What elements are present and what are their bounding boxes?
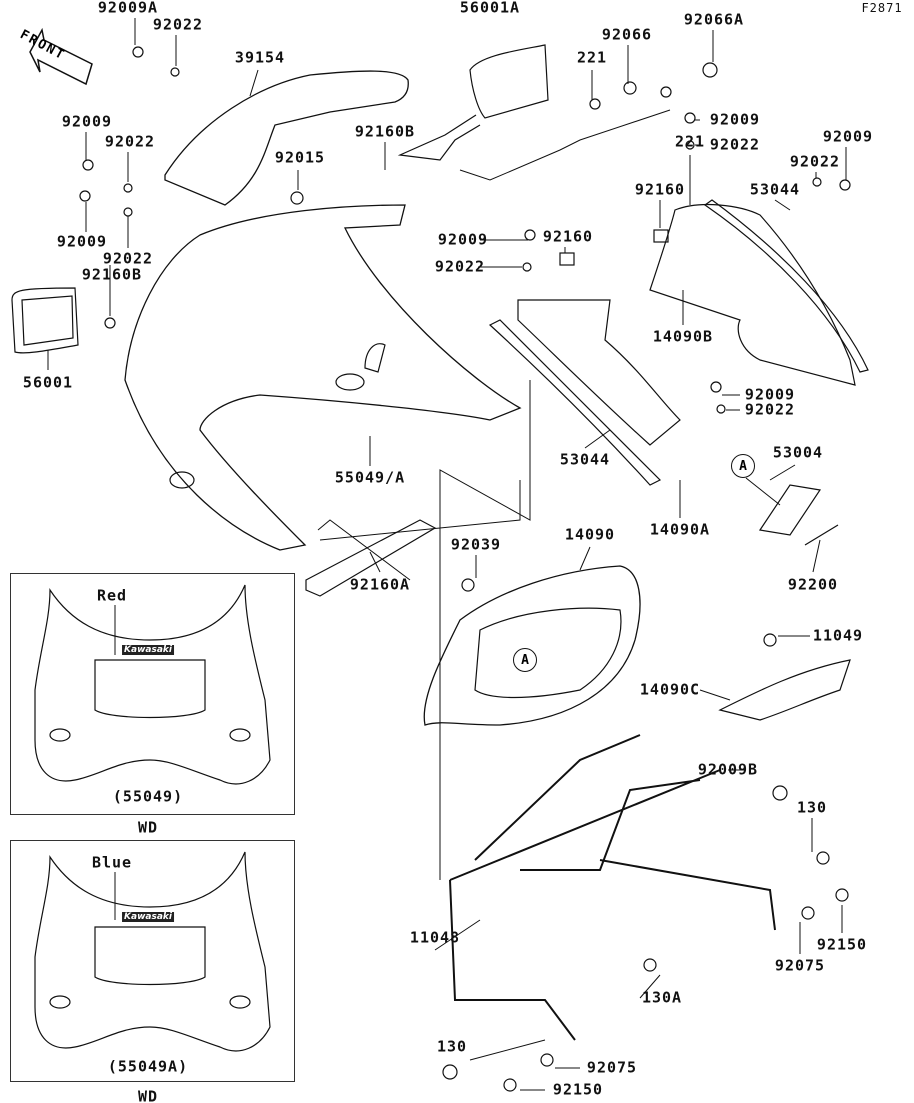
part-number-callout: 92022	[152, 15, 204, 34]
part-number-callout: 11048	[409, 928, 461, 947]
part-number-callout: 92009B	[697, 760, 759, 779]
front-arrow-icon	[29, 27, 93, 86]
inset-box-55049a	[10, 840, 295, 1082]
part-number-callout: 14090	[564, 525, 616, 544]
inner-panel-part	[649, 203, 856, 386]
part-number-callout: 92022	[744, 400, 796, 419]
part-number-callout: 92009	[822, 127, 874, 146]
fasteners	[79, 46, 851, 1092]
windscreen-part	[164, 70, 409, 206]
part-number-callout: 92022	[102, 249, 154, 268]
part-number-callout: 92009	[56, 232, 108, 251]
cover-part	[718, 659, 851, 721]
part-number-callout: (55049A)	[107, 1057, 189, 1076]
part-number-callout: 92200	[787, 575, 839, 594]
part-number-callout: 92022	[709, 135, 761, 154]
inset-box-55049	[10, 573, 295, 815]
part-number-callout: 14090A	[649, 520, 711, 539]
part-number-callout: 92009	[744, 385, 796, 404]
part-number-callout: 92009	[709, 110, 761, 129]
frame-part	[449, 734, 776, 1041]
reference-marker-a: A	[731, 454, 755, 478]
leader-lines	[47, 18, 847, 1091]
part-number-callout: 130	[796, 798, 828, 817]
part-number-callout: 92022	[104, 132, 156, 151]
upper-cowl-part	[124, 204, 522, 551]
part-number-callout: 130	[436, 1037, 468, 1056]
part-number-callout: 53004	[772, 443, 824, 462]
part-number-callout: 130A	[641, 988, 683, 1007]
part-number-callout: 92160B	[354, 122, 416, 141]
part-number-callout: 92009A	[97, 0, 159, 17]
part-number-callout: 92066A	[683, 10, 745, 29]
part-number-callout: 221	[576, 48, 608, 67]
part-number-callout: (55049)	[112, 787, 184, 806]
part-number-callout: Red	[96, 586, 128, 605]
part-number-callout: 92160B	[81, 265, 143, 284]
part-number-callout: 92009	[61, 112, 113, 131]
part-number-callout: WD	[137, 818, 159, 837]
mirror-part	[11, 287, 79, 354]
part-number-callout: 92150	[552, 1080, 604, 1099]
part-number-callout: 53044	[559, 450, 611, 469]
part-number-callout: WD	[137, 1087, 159, 1103]
meter-cover-part	[423, 565, 641, 726]
part-number-callout: 92015	[274, 148, 326, 167]
part-number-callout: 92022	[789, 152, 841, 171]
part-number-callout: 92160A	[349, 575, 411, 594]
foam-block-part	[305, 519, 437, 597]
reference-marker-a: A	[513, 648, 537, 672]
kawasaki-logo: Kawasaki	[122, 645, 174, 655]
part-number-callout: 39154	[234, 48, 286, 67]
part-number-callout: Blue	[91, 853, 133, 872]
inner-panel-part	[517, 299, 681, 446]
trim-strip-part	[703, 199, 869, 373]
part-number-callout: 92075	[586, 1058, 638, 1077]
inset-fairing-blue	[34, 851, 271, 1052]
part-number-callout: 92009	[437, 230, 489, 249]
diagram-code: F2871	[861, 1, 903, 15]
part-number-callout: 56001	[22, 373, 74, 392]
part-number-callout: 14090B	[652, 327, 714, 346]
part-number-callout: 55049/A	[334, 468, 406, 487]
part-number-callout: 92150	[816, 935, 868, 954]
part-number-callout: 92160	[634, 180, 686, 199]
part-number-callout: 92160	[542, 227, 594, 246]
part-number-callout: 11049	[812, 626, 864, 645]
emblem-part	[758, 484, 822, 536]
kawasaki-logo: Kawasaki	[122, 912, 174, 922]
part-number-callout: 92039	[450, 535, 502, 554]
inset-fairing-red	[34, 584, 271, 785]
part-number-callout: 92022	[434, 257, 486, 276]
mirror-part	[469, 44, 549, 119]
part-number-callout: 92066	[601, 25, 653, 44]
part-number-callout: 221	[674, 132, 706, 151]
part-number-callout: 53044	[749, 180, 801, 199]
part-number-callout: 56001A	[459, 0, 521, 17]
part-number-callout: 14090C	[639, 680, 701, 699]
trim-strip-part	[488, 319, 662, 486]
part-number-callout: 92075	[774, 956, 826, 975]
